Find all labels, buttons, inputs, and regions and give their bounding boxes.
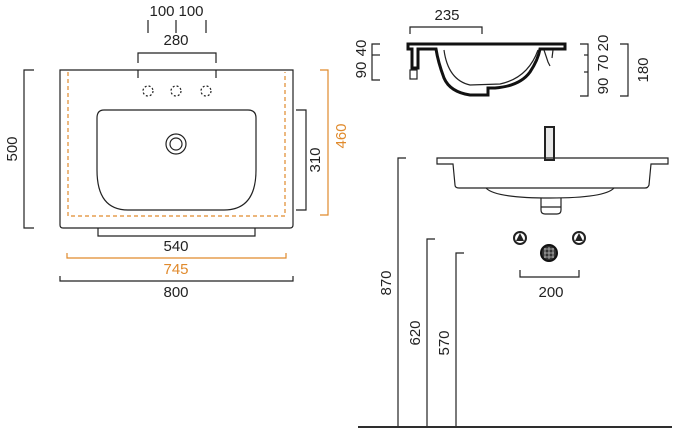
section-view: 235 40 90 20 70 90 180 xyxy=(353,7,652,97)
dim-bolt-spacing: 200 xyxy=(538,284,563,301)
dim-left-bottom: 90 xyxy=(353,62,370,79)
drain-icon xyxy=(165,133,187,155)
dim-right-c: 90 xyxy=(595,78,612,95)
dim-holes-span: 280 xyxy=(163,32,188,49)
dim-hole-right: 100 xyxy=(178,3,203,20)
dim-total-width: 800 xyxy=(163,284,188,301)
dim-bowl-width: 540 xyxy=(163,238,188,255)
section-profile xyxy=(406,42,567,97)
front-view: 200 870 620 570 xyxy=(358,126,672,428)
waste-outlet-icon xyxy=(540,244,558,262)
dim-depth-total: 500 xyxy=(4,136,21,161)
dim-right-b: 70 xyxy=(595,55,612,72)
dim-hole-left: 100 xyxy=(149,3,174,20)
inner-contour xyxy=(67,72,286,217)
dim-right-a: 20 xyxy=(595,35,612,52)
basin-outline xyxy=(59,69,294,229)
tap-hole-right-icon xyxy=(200,85,212,97)
dim-bowl-depth: 310 xyxy=(307,147,324,172)
dim-height-outlet: 570 xyxy=(436,330,453,355)
tap-hole-left-icon xyxy=(142,85,154,97)
front-basin xyxy=(436,157,669,189)
dim-left-top: 40 xyxy=(353,40,370,57)
dim-right-total: 180 xyxy=(635,57,652,82)
tap-icon xyxy=(544,126,555,161)
bowl-outline xyxy=(96,109,257,211)
tap-hole-center-icon xyxy=(170,85,182,97)
dim-height-bolts: 620 xyxy=(407,320,424,345)
fixing-bolt-left-icon xyxy=(513,231,527,245)
dim-inner-depth: 460 xyxy=(333,123,350,148)
dim-height-rim: 870 xyxy=(378,270,395,295)
dim-bowl-span: 235 xyxy=(434,7,459,24)
fixing-bolt-right-icon xyxy=(572,231,586,245)
dim-inner-width: 745 xyxy=(163,261,188,278)
top-view: 100 100 280 500 310 460 540 745 800 xyxy=(4,3,350,301)
